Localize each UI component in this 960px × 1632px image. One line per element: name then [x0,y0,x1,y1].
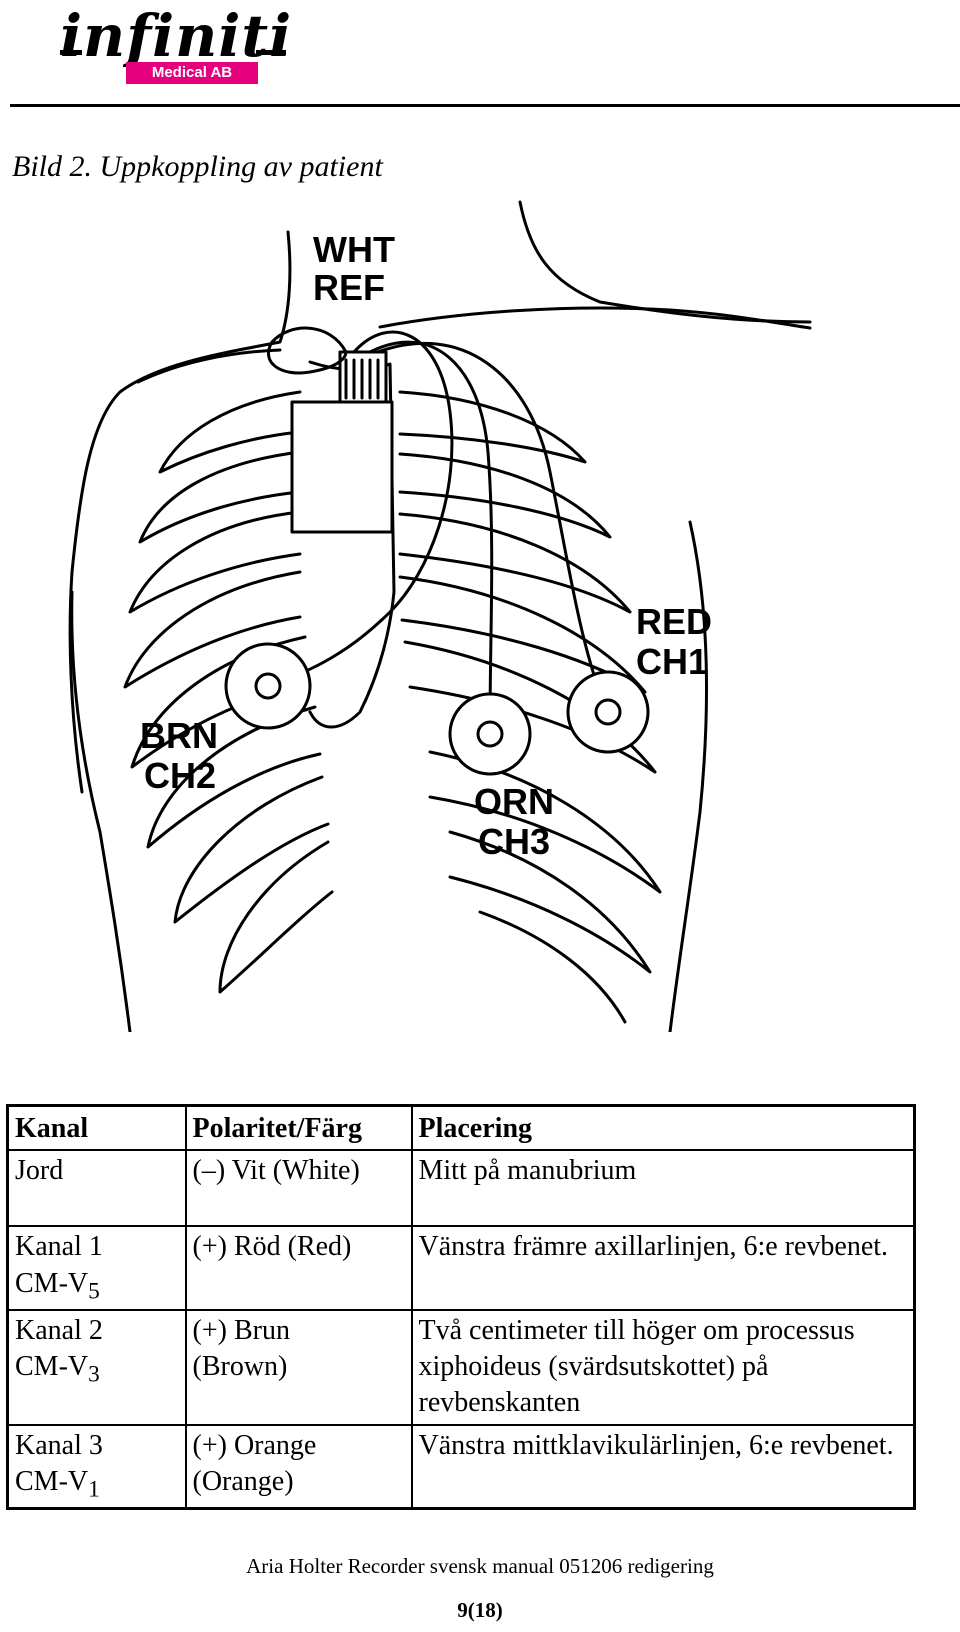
rib-right-8 [478,910,627,1024]
label-orn: ORN [474,781,554,822]
torso-right-outline [668,520,709,1032]
table-row-jord: Jord (–) Vit (White) Mitt på manubrium [6,1149,916,1228]
label-wht: WHT [313,229,395,270]
cell-placering: Vänstra mittklavikulärlinjen, 6:e revben… [410,1423,916,1510]
rib-right-7 [448,830,652,974]
cell-polaritet: (+) Röd (Red) [184,1225,413,1311]
kanal-name: Kanal 2 [15,1314,103,1346]
neck-left-outline [68,230,292,794]
wire-ref [267,326,348,375]
holter-recorder [290,400,394,534]
clavicle-right [378,306,812,330]
rib-left-2 [138,450,302,544]
kanal-name: Kanal 3 [15,1429,103,1461]
polaritet-line1: (+) Brun [192,1314,290,1346]
clavicle-left [136,348,282,384]
polaritet-line1: (+) Röd (Red) [192,1231,352,1263]
lead-prefix: CM-V [15,1351,89,1383]
lead-sub: 3 [88,1361,100,1388]
page-number: 9(18) [457,1598,503,1622]
torso-left-outline [70,590,132,1032]
logo-dash-right [256,50,286,55]
cell-polaritet: (+) Orange (Orange) [184,1423,413,1510]
rib-left-7 [173,775,330,924]
label-ch1: CH1 [636,641,708,682]
electrode-table: Kanal Polaritet/Färg Placering Jord (–) … [6,1104,916,1511]
table-header-row: Kanal Polaritet/Färg Placering [6,1104,916,1152]
cell-kanal: Kanal 3 CM-V1 [6,1423,187,1510]
table-row-kanal-2: Kanal 2 CM-V3 (+) Brun (Brown) Två centi… [6,1308,916,1426]
kanal-name: Kanal 1 [15,1231,103,1263]
cell-placering: Mitt på manubrium [410,1149,916,1228]
lead-sub: 5 [88,1278,100,1305]
rib-left-1 [158,390,302,474]
wire-red [376,341,607,709]
rib-right-6 [428,750,662,894]
polaritet-line1: (+) Orange [192,1429,317,1461]
wire-orn [368,340,494,729]
polaritet-line2: (Orange) [192,1466,294,1498]
header-divider [10,104,960,107]
table-row-kanal-1: Kanal 1 CM-V5 (+) Röd (Red) Vänstra främ… [6,1225,916,1311]
rib-left-3 [128,510,302,614]
footer-text: Aria Holter Recorder svensk manual 05120… [246,1554,714,1578]
electrode-placement-diagram: WHT REF RED CH1 BRN CH2 ORN CH3 [68,200,812,1032]
rib-right-2 [398,452,612,539]
logo-badge: Medical AB [126,62,258,84]
lead-sub: 1 [88,1476,100,1503]
cell-kanal: Jord [6,1149,187,1228]
rib-left-4 [123,570,302,689]
figure-caption: Bild 2. Uppkoppling av patient [12,150,383,183]
logo-wordmark: infiniti [60,2,293,70]
cell-polaritet: (+) Brun (Brown) [184,1308,413,1426]
cell-kanal: Kanal 1 CM-V5 [6,1225,187,1311]
logo-dash-left [60,50,82,55]
cell-placering: Två centimeter till höger om processus x… [410,1308,916,1426]
electrode-red [566,670,650,754]
rib-left-6 [146,705,322,849]
rib-right-3 [398,512,632,614]
label-brn: BRN [140,715,218,756]
rib-right-1 [398,390,587,464]
header-kanal: Kanal [6,1104,187,1152]
lead-prefix: CM-V [15,1466,89,1498]
lead-prefix: CM-V [15,1267,89,1299]
header-polaritet: Polaritet/Färg [184,1104,413,1152]
company-logo: infiniti Medical AB [60,2,291,86]
polaritet-line2: (Brown) [192,1351,288,1383]
electrode-brn [224,642,312,730]
rib-left-8 [218,840,334,994]
table-row-kanal-3: Kanal 3 CM-V1 (+) Orange (Orange) Vänstr… [6,1423,916,1510]
connector-pins [344,358,380,400]
label-ch3: CH3 [478,821,550,862]
cell-kanal: Kanal 2 CM-V3 [6,1308,187,1426]
label-ch2: CH2 [144,755,216,796]
label-red: RED [636,601,712,642]
wire-brn [270,330,454,686]
cell-placering: Vänstra främre axillarlinjen, 6:e revben… [410,1225,916,1311]
header-placering: Placering [410,1104,916,1152]
neck-right-outline [518,200,812,324]
cell-polaritet: (–) Vit (White) [184,1149,413,1228]
electrode-orn [448,692,532,776]
label-ref: REF [313,267,385,308]
